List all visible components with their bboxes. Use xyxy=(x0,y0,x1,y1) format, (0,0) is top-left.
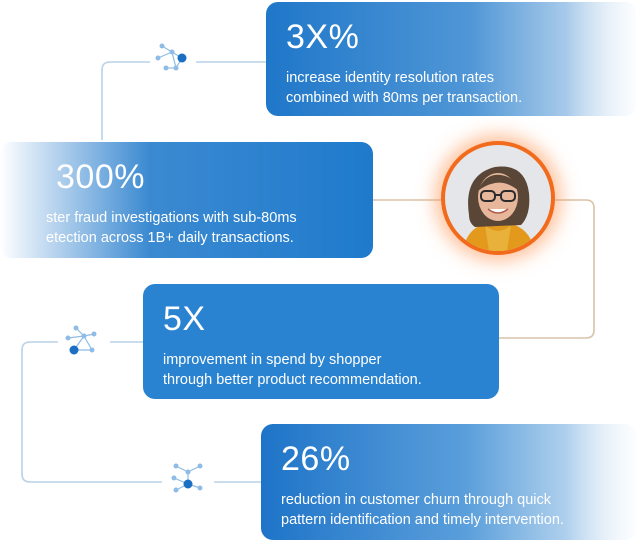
avatar-image xyxy=(445,145,551,251)
stat-description: reduction in customer churn through quic… xyxy=(281,492,564,528)
stat-value: 300% xyxy=(56,158,145,196)
stat-card-spend: 5X improvement in spend by shopper throu… xyxy=(143,284,499,399)
network-nodes-icon xyxy=(65,325,97,355)
connector-top xyxy=(101,61,266,140)
stat-card-identity: 3X% increase identity resolution rates c… xyxy=(266,2,636,116)
stat-card-fraud: 300% ster fraud investigations with sub-… xyxy=(0,142,373,258)
stat-description: increase identity resolution rates combi… xyxy=(286,70,523,106)
network-nodes-icon xyxy=(171,463,203,493)
stat-description: improvement in spend by shopper through … xyxy=(163,352,422,388)
person-avatar xyxy=(441,141,555,255)
connector-avatar-card3 xyxy=(499,199,595,339)
stat-card-churn: 26% reduction in customer churn through … xyxy=(261,424,636,540)
stat-value: 5X xyxy=(163,300,206,338)
stat-value: 26% xyxy=(281,440,351,478)
stat-value: 3X% xyxy=(286,18,360,56)
network-nodes-icon xyxy=(155,43,187,71)
connector-card3-card4 xyxy=(21,341,261,483)
stat-description: ster fraud investigations with sub-80ms … xyxy=(46,210,297,246)
